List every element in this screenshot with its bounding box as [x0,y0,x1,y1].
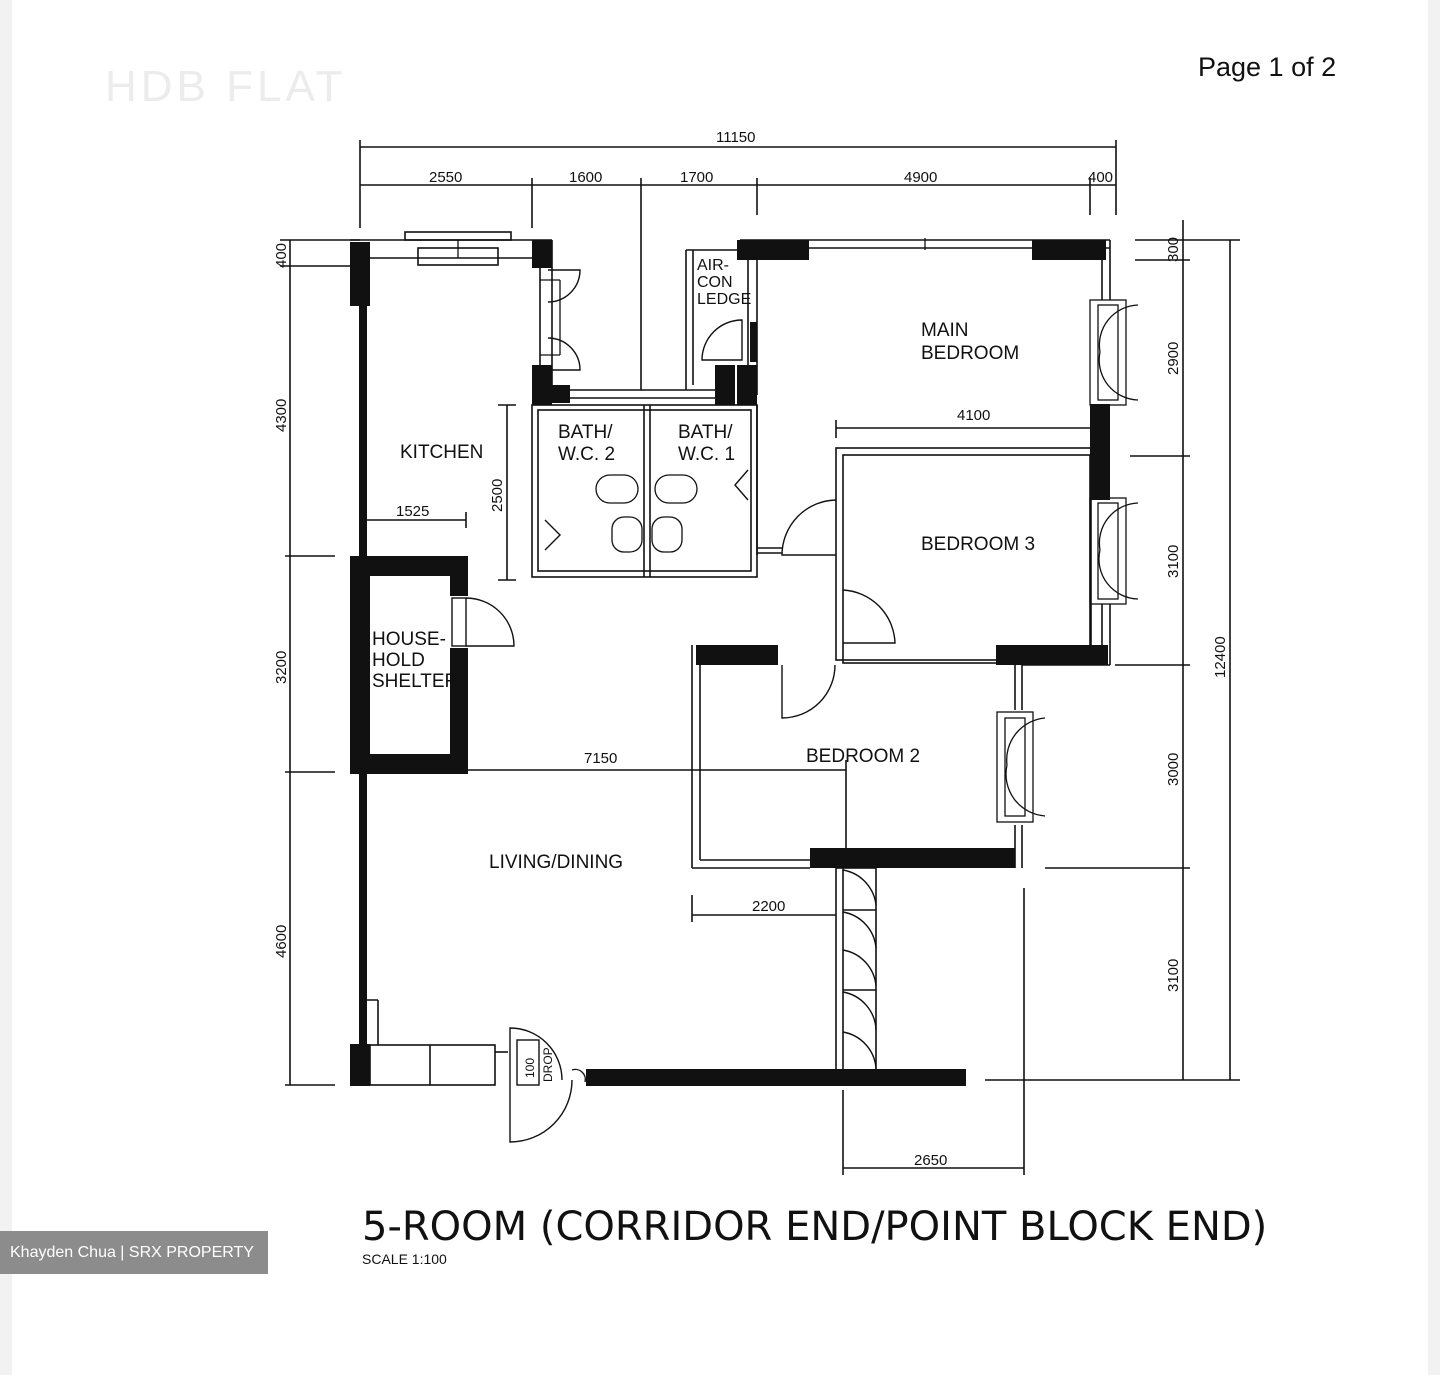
page-indicator: Page 1 of 2 [1198,52,1337,82]
inner-dimension-lines [366,404,1090,1175]
drop-label-2: DROP [541,1047,555,1082]
room-shelter-line3: SHELTER [372,671,458,692]
windows [457,238,1139,823]
room-bedroom-2: BEDROOM 2 [806,746,920,767]
solid-walls [350,240,1110,1086]
dim-2500: 2500 [489,479,506,512]
dim-right-1: 300 [1165,237,1182,262]
room-aircon-line3: LEDGE [697,291,751,308]
dim-7150: 7150 [584,750,617,767]
room-main-bedroom-line2: BEDROOM [921,343,1019,364]
dim-top-2: 1600 [569,169,602,186]
faded-header-text: HDB FLAT [105,62,347,111]
room-bath2-line1: BATH/ [558,422,613,443]
room-bath1-line2: W.C. 1 [678,444,735,465]
bath-fixtures [595,474,698,553]
top-dimension-lines [359,140,1117,390]
watermark-credit: Khayden Chua | SRX PROPERTY [0,1231,268,1274]
room-shelter-line1: HOUSE- [372,629,446,650]
dim-right-2: 2900 [1165,342,1182,375]
dim-1525: 1525 [396,503,429,520]
dim-right-4: 3000 [1165,753,1182,786]
dim-2200: 2200 [752,898,785,915]
dim-left-1: 400 [273,243,290,268]
room-kitchen: KITCHEN [400,442,483,463]
plan-title: 5-ROOM (CORRIDOR END/POINT BLOCK END) [362,1204,1267,1250]
room-aircon-line2: CON [697,274,733,291]
drop-label-1: 100 [523,1058,537,1078]
dim-right-5: 3100 [1165,959,1182,992]
dim-left-4: 4600 [273,925,290,958]
room-living-dining: LIVING/DINING [489,852,623,873]
dim-top-total: 11150 [716,129,756,146]
room-bedroom-3: BEDROOM 3 [921,534,1035,555]
left-dimension-lines [280,239,360,1086]
dim-4100: 4100 [957,407,990,424]
dim-left-3: 3200 [273,651,290,684]
room-shelter-line2: HOLD [372,650,425,671]
room-bath1-line1: BATH/ [678,422,733,443]
dim-right-3: 3100 [1165,545,1182,578]
dim-top-3: 1700 [680,169,713,186]
dim-top-4: 4900 [904,169,937,186]
dimension-labels: 11150 2550 1600 1700 4900 400 400 4300 3… [273,129,1229,1169]
dim-top-1: 2550 [429,169,462,186]
floor-plan-sheet [12,0,1428,1375]
dim-right-total: 12400 [1212,636,1229,678]
room-aircon-line1: AIR- [697,257,729,274]
dim-left-2: 4300 [273,399,290,432]
dim-2650: 2650 [914,1152,947,1169]
plan-scale: SCALE 1:100 [362,1251,447,1267]
room-main-bedroom-line1: MAIN [921,320,969,341]
dim-top-5: 400 [1088,169,1113,186]
room-bath2-line2: W.C. 2 [558,444,615,465]
door-swings [451,269,896,1143]
room-labels: KITCHEN BATH/ W.C. 2 BATH/ W.C. 1 AIR- C… [372,257,1035,1082]
right-dimension-lines [985,220,1240,1081]
